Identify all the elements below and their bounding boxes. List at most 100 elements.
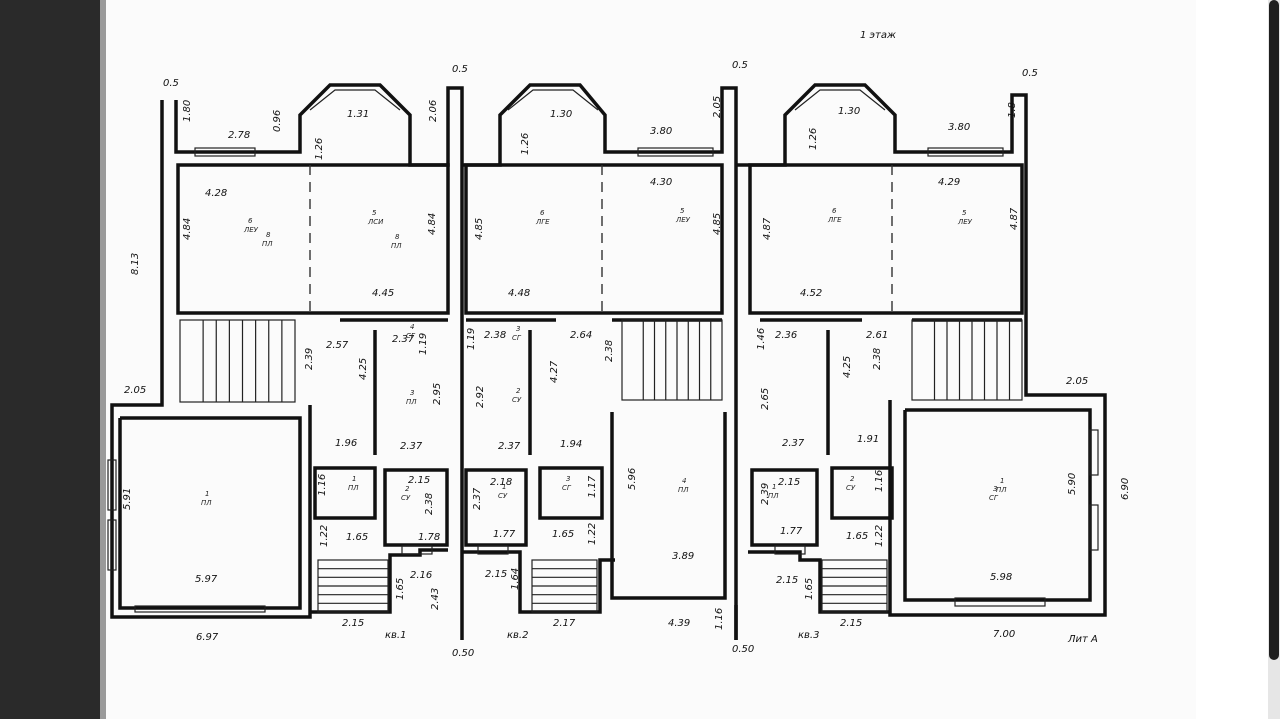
- dimension-label: 1.94: [560, 439, 582, 450]
- dimension-label: 4.85: [712, 213, 723, 235]
- stairs: [179, 319, 1023, 613]
- dimension-label: 1.31: [347, 109, 369, 120]
- scrollbar-thumb[interactable]: [1269, 0, 1279, 660]
- unit-label: кв.2: [507, 630, 528, 641]
- dimension-label: 1.26: [808, 128, 819, 150]
- dimension-label: 2.95: [432, 383, 443, 405]
- dimension-label: 1.77: [780, 526, 803, 537]
- dimension-label: 1.22: [874, 525, 885, 547]
- room-code: ЛГЕ: [827, 216, 842, 224]
- dimension-label: 2.57: [326, 340, 349, 351]
- dimension-label: 5.90: [1067, 473, 1078, 495]
- dimension-label: 4.85: [474, 218, 485, 240]
- dimension-label: 5.97: [195, 574, 218, 585]
- dimension-label: 1.26: [314, 138, 325, 160]
- dimension-label: 1.78: [418, 532, 440, 543]
- room-number: 6: [540, 209, 545, 217]
- dimension-label: 4.87: [762, 217, 773, 240]
- room-number: 2: [516, 387, 521, 395]
- dimension-label: 5.96: [627, 468, 638, 490]
- dimension-label: 5.91: [122, 488, 133, 510]
- dimension-label: 1.19: [418, 333, 429, 355]
- room-code: ЛЕУ: [957, 218, 973, 226]
- dimension-label: 4.25: [358, 358, 369, 380]
- room-code: ПЛ: [678, 486, 689, 494]
- dimension-label: 4.28: [205, 188, 227, 199]
- dimension-label: 1.30: [550, 109, 572, 120]
- dimension-label: 1.8: [1007, 102, 1018, 118]
- dimension-label: 6.90: [1120, 478, 1131, 500]
- dimension-label: 1.46: [756, 328, 767, 350]
- dimension-label: 1.16: [874, 470, 885, 492]
- room-code: ПЛ: [201, 499, 212, 507]
- room-code: СГ: [512, 334, 522, 342]
- room-number: 2: [850, 475, 855, 483]
- dimension-label: 4.84: [427, 213, 438, 235]
- dimension-label: 4.87: [1009, 207, 1020, 230]
- dimension-label: 4.25: [842, 356, 853, 378]
- dimension-label: 2.17: [553, 618, 576, 629]
- exterior-walls: [110, 83, 1107, 640]
- dimension-label: 1.65: [346, 532, 368, 543]
- dimension-label: 4.84: [182, 218, 193, 240]
- dimension-label: 2.05: [1066, 376, 1088, 387]
- dimension-label: 1.65: [804, 578, 815, 600]
- dimension-label: 2.61: [866, 330, 888, 341]
- dimension-label: 2.15: [485, 569, 507, 580]
- dimension-label: 1.96: [335, 438, 357, 449]
- room-number: 3: [410, 389, 414, 397]
- room-code: СУ: [401, 494, 411, 502]
- dimension-label: 2.78: [228, 130, 250, 141]
- dimension-label: 0.5: [452, 64, 468, 75]
- dimension-label: 2.37: [782, 438, 805, 449]
- sheet-binding-edge: [100, 0, 106, 719]
- dimension-label: 1.16: [317, 474, 328, 496]
- dimension-label: 4.48: [508, 288, 530, 299]
- room-number: 1: [352, 475, 356, 483]
- viewer-gutter: [1196, 0, 1280, 719]
- room-number: 1: [772, 483, 776, 491]
- dimension-label: 2.06: [428, 100, 439, 122]
- dimension-label: 1.22: [319, 525, 330, 547]
- dimension-label: 2.15: [408, 475, 430, 486]
- dimension-label: 0.5: [1022, 68, 1038, 79]
- room-code: СУ: [846, 484, 856, 492]
- room-code: ПЛ: [406, 398, 417, 406]
- room-number: 3: [516, 325, 520, 333]
- room-number: 1: [205, 490, 209, 498]
- dimension-label: 1.65: [846, 531, 868, 542]
- dimension-label: 1.17: [587, 475, 598, 498]
- dimension-label: 2.37: [392, 334, 415, 345]
- room-number: 6: [248, 217, 253, 225]
- dimension-label: 2.05: [712, 96, 723, 118]
- dimension-label: 2.64: [570, 330, 592, 341]
- sheet-label: Лит А: [1067, 634, 1098, 645]
- dimension-label: 2.15: [342, 618, 364, 629]
- room-number: 1: [1000, 477, 1004, 485]
- room-code: ПЛ: [996, 486, 1007, 494]
- room-number: 6: [832, 207, 837, 215]
- dimension-label: 1.22: [587, 523, 598, 545]
- dimension-label: 0.50: [732, 644, 754, 655]
- room-code: СГ: [406, 332, 416, 340]
- dimension-label: 2.38: [424, 493, 435, 515]
- dimension-label: 3.89: [672, 551, 694, 562]
- room-code: ЛЕУ: [243, 226, 259, 234]
- dimension-label: 2.65: [760, 388, 771, 410]
- room-number: 8: [395, 233, 400, 241]
- dimension-label: 2.38: [604, 340, 615, 362]
- room-number: 5: [962, 209, 967, 217]
- dimension-label: 2.18: [490, 477, 512, 488]
- dimension-label: 4.52: [800, 288, 822, 299]
- dimension-label: 2.37: [400, 441, 423, 452]
- dimension-label: 2.15: [776, 575, 798, 586]
- room-number: 8: [266, 231, 271, 239]
- dimension-label: 8.13: [130, 253, 141, 275]
- dimension-label: 2.39: [760, 483, 771, 505]
- dimension-label: 2.36: [775, 330, 797, 341]
- dimension-label: 2.92: [475, 386, 486, 408]
